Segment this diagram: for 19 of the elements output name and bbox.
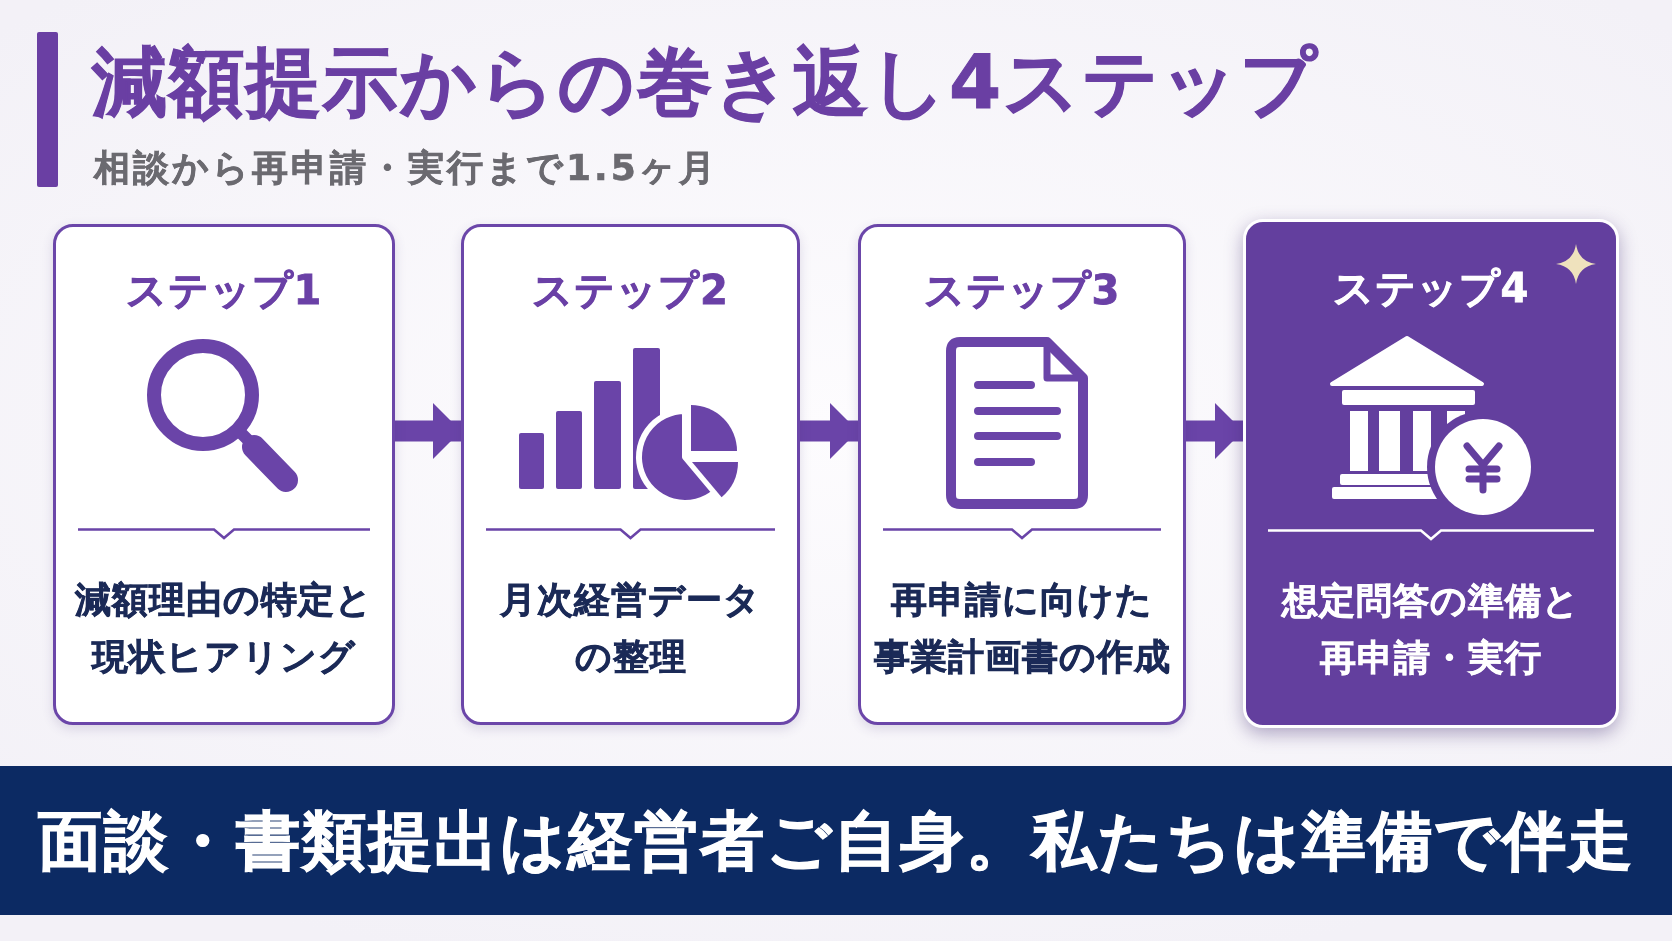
step-heading: ステップ1	[125, 266, 323, 315]
step-heading: ステップ2	[532, 266, 729, 315]
step-card	[53, 224, 395, 725]
step-card	[858, 224, 1186, 725]
subtitle: 相談から再申請・実行まで1.5ヶ月	[94, 146, 718, 190]
banner-text: 面談・書類提出は経営者ご自身。私たちは準備で伴走	[38, 802, 1634, 880]
arrow	[800, 403, 858, 459]
step-description: 想定問答の準備と再申請・実行	[1280, 579, 1581, 680]
step-heading: ステップ4	[1332, 264, 1530, 313]
step-card	[1243, 219, 1619, 728]
step-description: 月次経営データの整理	[499, 578, 762, 679]
arrow	[395, 403, 461, 459]
step-description: 減額理由の特定と現状ヒアリング	[74, 578, 374, 679]
step-heading: ステップ3	[923, 266, 1121, 315]
step-card	[461, 224, 800, 725]
footer-banner	[0, 766, 1672, 915]
title: 減額提示からの巻き返し4ステップ	[92, 37, 1320, 128]
arrow	[1186, 403, 1243, 459]
step-description: 再申請に向けた事業計画書の作成	[872, 578, 1172, 679]
